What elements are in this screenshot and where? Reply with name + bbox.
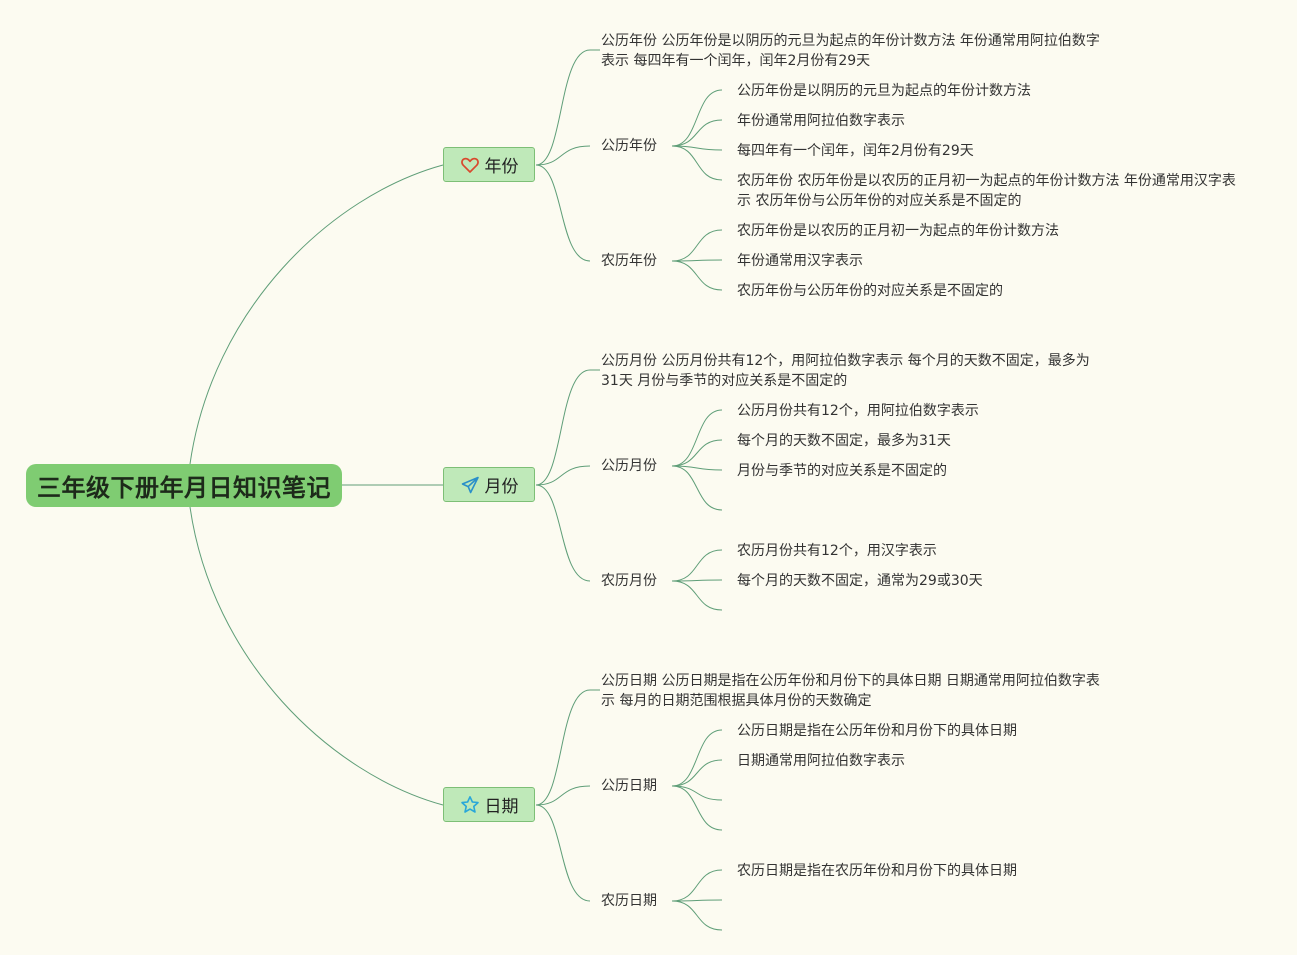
sub-node-gregorian-year[interactable]: 公历年份	[601, 138, 657, 154]
leaf-node[interactable]: 农历日期是指在农历年份和月份下的具体日期	[737, 863, 1017, 879]
send-icon	[460, 475, 480, 495]
sub-link-leaf	[671, 465, 723, 511]
sub-link-leaf	[671, 465, 723, 471]
sub-link-leaf	[671, 785, 723, 801]
root-link-date	[189, 506, 444, 806]
leaf-node[interactable]: 农历年份与公历年份的对应关系是不固定的	[737, 283, 1003, 299]
sub-link-leaf	[671, 549, 723, 582]
branch-link-summary	[535, 689, 600, 806]
sub-link-leaf	[671, 785, 723, 831]
branch-node-month[interactable]: 月份	[443, 467, 535, 502]
sub-link-leaf	[671, 900, 723, 931]
sub-link-leaf	[671, 439, 723, 467]
sub-link-leaf	[671, 729, 723, 787]
sub-node-gregorian-date[interactable]: 公历日期	[601, 778, 657, 794]
leaf-node[interactable]: 年份通常用汉字表示	[737, 253, 863, 269]
sub-node-lunar-date[interactable]: 农历日期	[601, 893, 657, 909]
sub-link-leaf	[671, 260, 723, 291]
branch-node-year[interactable]: 年份	[443, 147, 535, 182]
root-link-year	[189, 164, 444, 465]
branch-node-date[interactable]: 日期	[443, 787, 535, 822]
sub-link-leaf	[671, 119, 723, 147]
leaf-node[interactable]: 农历年份是以农历的正月初一为起点的年份计数方法	[737, 223, 1059, 239]
branch-label: 年份	[484, 157, 519, 177]
sub-link-leaf	[671, 409, 723, 467]
sub-link-leaf	[671, 89, 723, 147]
branch-link-summary	[535, 49, 600, 166]
sub-node-gregorian-month[interactable]: 公历月份	[601, 458, 657, 474]
root-node[interactable]: 三年级下册年月日知识笔记	[26, 464, 342, 507]
root-title: 三年级下册年月日知识笔记	[37, 474, 331, 502]
branch-link-sub	[535, 484, 591, 582]
leaf-node[interactable]: 公历月份共有12个，用阿拉伯数字表示	[737, 403, 979, 419]
sub-link-leaf	[671, 759, 723, 787]
star-icon	[460, 795, 480, 815]
leaf-node[interactable]: 月份与季节的对应关系是不固定的	[737, 463, 947, 479]
heart-icon	[460, 155, 480, 175]
leaf-node[interactable]: 日期通常用阿拉伯数字表示	[737, 753, 905, 769]
sub-link-leaf	[671, 259, 723, 262]
leaf-node[interactable]: 农历年份 农历年份是以农历的正月初一为起点的年份计数方法 年份通常用汉字表示 农…	[737, 173, 1236, 209]
sub-link-leaf	[671, 579, 723, 582]
leaf-node[interactable]: 每四年有一个闰年，闰年2月份有29天	[737, 143, 974, 159]
leaf-node[interactable]: 每个月的天数不固定，最多为31天	[737, 433, 951, 449]
sub-link-leaf	[671, 899, 723, 902]
branch-label: 日期	[484, 797, 519, 817]
leaf-node[interactable]: 公历日期是指在公历年份和月份下的具体日期	[737, 723, 1017, 739]
branch-link-sub	[535, 145, 591, 166]
sub-node-lunar-month[interactable]: 农历月份	[601, 573, 657, 589]
leaf-node[interactable]: 年份通常用阿拉伯数字表示	[737, 113, 905, 129]
summary-date: 公历日期 公历日期是指在公历年份和月份下的具体日期 日期通常用阿拉伯数字表示 每…	[601, 673, 1100, 709]
leaf-node[interactable]: 农历月份共有12个，用汉字表示	[737, 543, 937, 559]
summary-year: 公历年份 公历年份是以阴历的元旦为起点的年份计数方法 年份通常用阿拉伯数字表示 …	[601, 33, 1100, 69]
leaf-node[interactable]: 每个月的天数不固定，通常为29或30天	[737, 573, 983, 589]
sub-link-leaf	[671, 869, 723, 902]
branch-link-sub	[535, 804, 591, 902]
branch-link-sub	[535, 785, 591, 806]
sub-node-lunar-year[interactable]: 农历年份	[601, 253, 657, 269]
leaf-node[interactable]: 公历年份是以阴历的元旦为起点的年份计数方法	[737, 83, 1031, 99]
branch-link-sub	[535, 164, 591, 262]
branch-link-summary	[535, 369, 600, 486]
sub-link-leaf	[671, 229, 723, 262]
branch-link-sub	[535, 465, 591, 486]
branch-label: 月份	[484, 477, 519, 497]
summary-month: 公历月份 公历月份共有12个，用阿拉伯数字表示 每个月的天数不固定，最多为31天…	[601, 353, 1090, 389]
sub-link-leaf	[671, 145, 723, 181]
sub-link-leaf	[671, 580, 723, 611]
